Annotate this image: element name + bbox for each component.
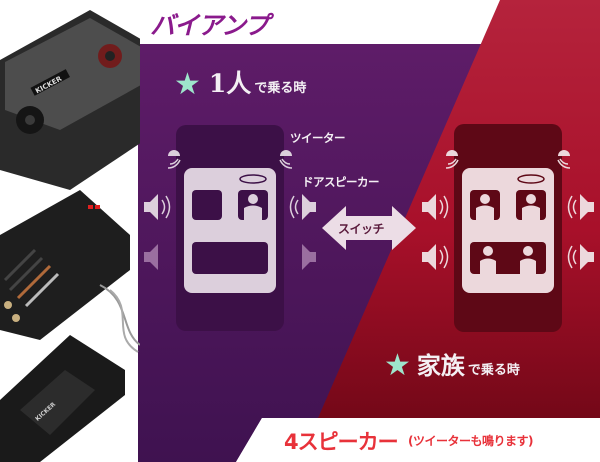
footer-band: [236, 418, 600, 462]
car-diagram-solo: [144, 125, 316, 331]
footer-title: 4スピーカー: [284, 430, 399, 454]
door-speaker-label: ドアスピーカー: [302, 175, 380, 189]
left-heading-small: で乗る時: [254, 81, 307, 96]
tweeter-icon: [167, 150, 293, 169]
car-diagram-family: [422, 124, 594, 332]
right-heading-small: で乗る時: [467, 363, 520, 378]
footer-note: (ツイーターも鳴ります): [408, 434, 533, 448]
left-mode-heading: ★ 1人 で乗る時: [174, 64, 306, 100]
double-arrow-icon: [322, 206, 416, 250]
page-title: バイアンプ: [150, 11, 269, 40]
product-photo: KICKER KICKER: [0, 0, 160, 462]
right-heading-big: 家族: [416, 352, 465, 380]
switch-label: スイッチ: [338, 222, 385, 236]
left-heading-big: 1人: [208, 69, 252, 98]
crossover-unit-top: KICKER: [0, 10, 160, 190]
tweeter-icon: [445, 150, 571, 169]
crossover-unit-middle: [0, 190, 130, 340]
speaker-on-icon: [422, 194, 594, 270]
tweeter-label: ツイーター: [290, 131, 346, 145]
control-unit-bottom: KICKER: [0, 335, 125, 462]
speaker-off-icon: [144, 244, 316, 270]
star-icon: ★: [174, 67, 201, 102]
right-mode-heading: ★ 家族 で乗る時: [384, 346, 520, 381]
star-icon: ★: [384, 348, 411, 383]
speaker-on-icon: [144, 194, 316, 220]
